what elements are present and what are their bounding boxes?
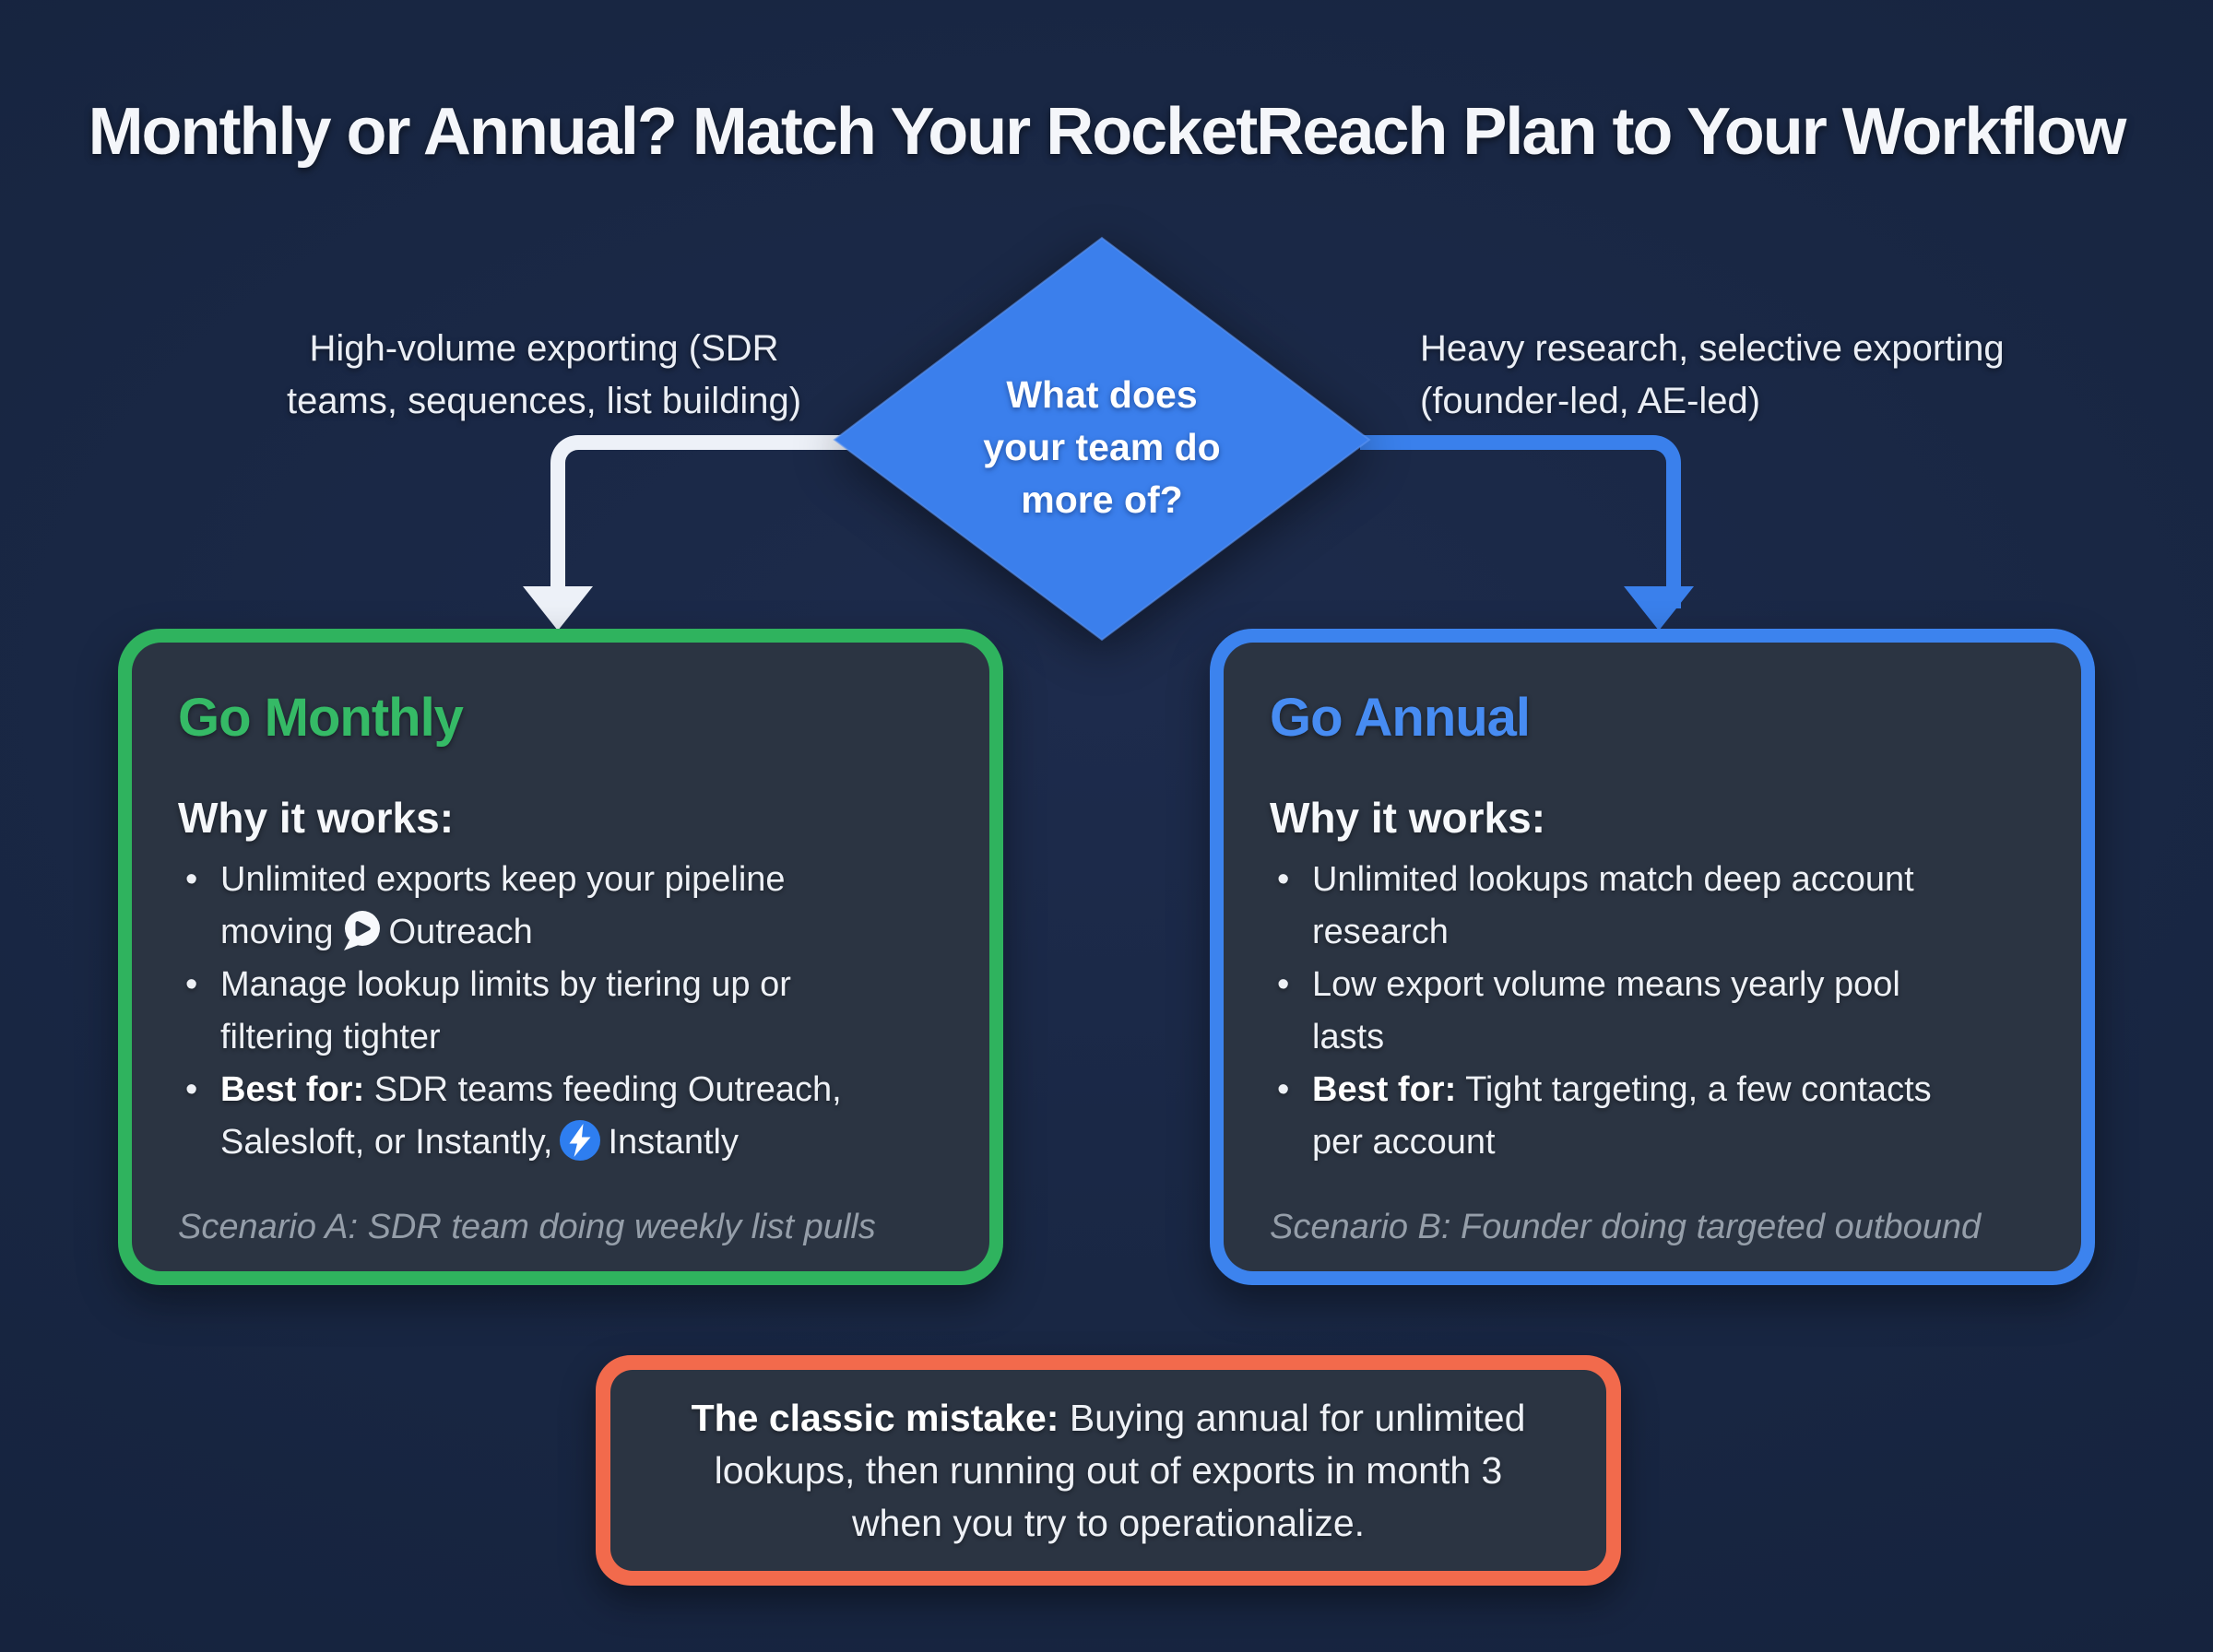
list-item: Low export volume means yearly pool last… bbox=[1270, 959, 2035, 1064]
branch-label-right-line2: (founder-led, AE-led) bbox=[1420, 381, 1761, 421]
arrow-down-right-icon bbox=[1624, 586, 1694, 631]
list-item: Manage lookup limits by tiering up or fi… bbox=[178, 959, 943, 1064]
connector-right-elbow bbox=[1360, 435, 1681, 608]
card-go-annual-title: Go Annual bbox=[1270, 688, 1531, 748]
card-go-monthly-title: Go Monthly bbox=[178, 688, 464, 748]
list-item: Unlimited exports keep your pipeline mov… bbox=[178, 854, 943, 959]
outreach-icon bbox=[343, 911, 380, 950]
list-item: Best for: SDR teams feeding Outreach, Sa… bbox=[178, 1064, 943, 1169]
branch-label-left-line2: teams, sequences, list building) bbox=[286, 381, 802, 421]
list-item: Best for: Tight targeting, a few contact… bbox=[1270, 1064, 2035, 1169]
scenario-a-caption: Scenario A: SDR team doing weekly list p… bbox=[178, 1208, 876, 1246]
card-go-annual-bullets: Unlimited lookups match deep account res… bbox=[1270, 854, 2035, 1169]
card-go-monthly-bullets: Unlimited exports keep your pipeline mov… bbox=[178, 854, 943, 1169]
branch-label-left: High-volume exporting (SDR teams, sequen… bbox=[207, 323, 881, 428]
arrow-down-left-icon bbox=[523, 586, 593, 631]
card-go-monthly-body: Go Monthly Why it works: Unlimited expor… bbox=[132, 643, 989, 1271]
decision-question-line3: more of? bbox=[1021, 478, 1183, 521]
decision-question-line1: What does bbox=[1006, 373, 1198, 416]
connector-left-elbow bbox=[550, 435, 870, 608]
warning-card: The classic mistake: Buying annual for u… bbox=[596, 1355, 1621, 1586]
card-go-annual-heading: Why it works: bbox=[1270, 794, 1546, 842]
instantly-icon bbox=[560, 1120, 601, 1161]
scenario-b-caption: Scenario B: Founder doing targeted outbo… bbox=[1270, 1208, 1982, 1246]
card-go-annual: Go Annual Why it works: Unlimited lookup… bbox=[1210, 629, 2095, 1285]
decision-question: What does your team do more of? bbox=[917, 369, 1286, 526]
warning-card-body: The classic mistake: Buying annual for u… bbox=[610, 1370, 1606, 1571]
page-title: Monthly or Annual? Match Your RocketReac… bbox=[88, 95, 2127, 169]
branch-label-right: Heavy research, selective exporting (fou… bbox=[1420, 323, 2139, 428]
card-go-monthly: Go Monthly Why it works: Unlimited expor… bbox=[118, 629, 1003, 1285]
card-go-annual-body: Go Annual Why it works: Unlimited lookup… bbox=[1224, 643, 2081, 1271]
decision-question-line2: your team do bbox=[983, 426, 1221, 468]
card-go-monthly-heading: Why it works: bbox=[178, 794, 455, 842]
branch-label-left-line1: High-volume exporting (SDR bbox=[309, 328, 779, 369]
list-item: Unlimited lookups match deep account res… bbox=[1270, 854, 2035, 959]
decision-diamond bbox=[833, 236, 1371, 642]
branch-label-right-line1: Heavy research, selective exporting bbox=[1420, 328, 2005, 369]
